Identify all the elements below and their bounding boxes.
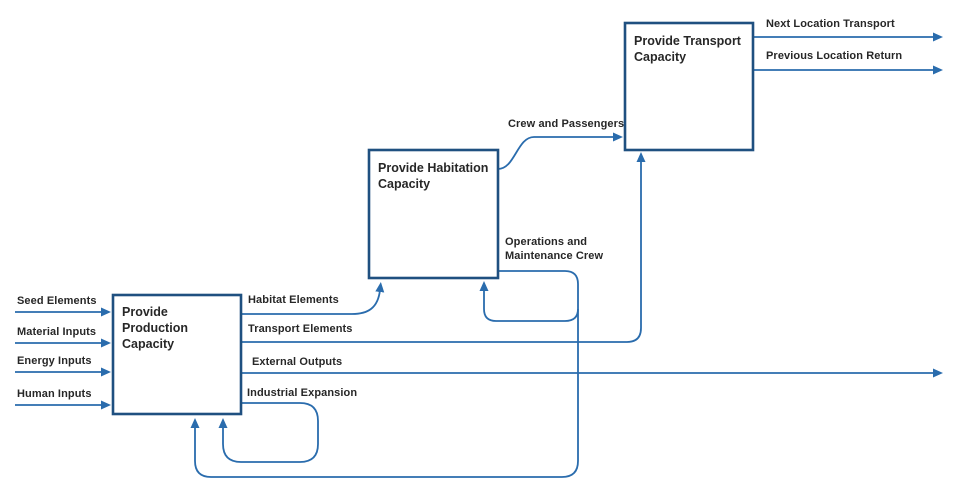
previous-location-return-label: Previous Location Return <box>766 50 903 62</box>
flow-ops-crew-habitation-loop <box>479 270 579 322</box>
material-inputs-label: Material Inputs <box>17 326 97 338</box>
operations-maintenance-line2: Maintenance Crew <box>505 250 604 262</box>
transport-box-title: Provide Transport Capacity <box>634 34 741 64</box>
seed-elements-label: Seed Elements <box>17 295 97 307</box>
production-capacity-box <box>111 293 243 416</box>
production-box-title: Provide Production Capacity <box>122 305 188 351</box>
habitation-capacity-box <box>367 148 500 280</box>
transport-capacity-box <box>623 21 755 152</box>
flow-transport-elements-arrow <box>241 152 646 343</box>
next-location-transport-label: Next Location Transport <box>766 18 895 30</box>
operations-maintenance-label: Operations and Maintenance Crew <box>505 235 615 263</box>
flow-ops-crew-to-production <box>190 309 579 478</box>
flow-habitat-elements-arrow <box>241 282 385 315</box>
energy-inputs-label: Energy Inputs <box>17 355 92 367</box>
industrial-expansion-label: Industrial Expansion <box>247 387 358 399</box>
transport-elements-label: Transport Elements <box>248 323 353 335</box>
flow-crew-passengers-arrow <box>497 132 623 170</box>
human-inputs-label: Human Inputs <box>17 388 92 400</box>
habitat-elements-label: Habitat Elements <box>248 294 339 306</box>
habitation-box-title: Provide Habitation Capacity <box>378 161 489 191</box>
external-outputs-label: External Outputs <box>252 356 343 368</box>
crew-passengers-label: Crew and Passengers <box>508 118 625 130</box>
flow-industrial-expansion-loop <box>218 402 319 463</box>
operations-maintenance-line1: Operations and <box>505 236 588 248</box>
